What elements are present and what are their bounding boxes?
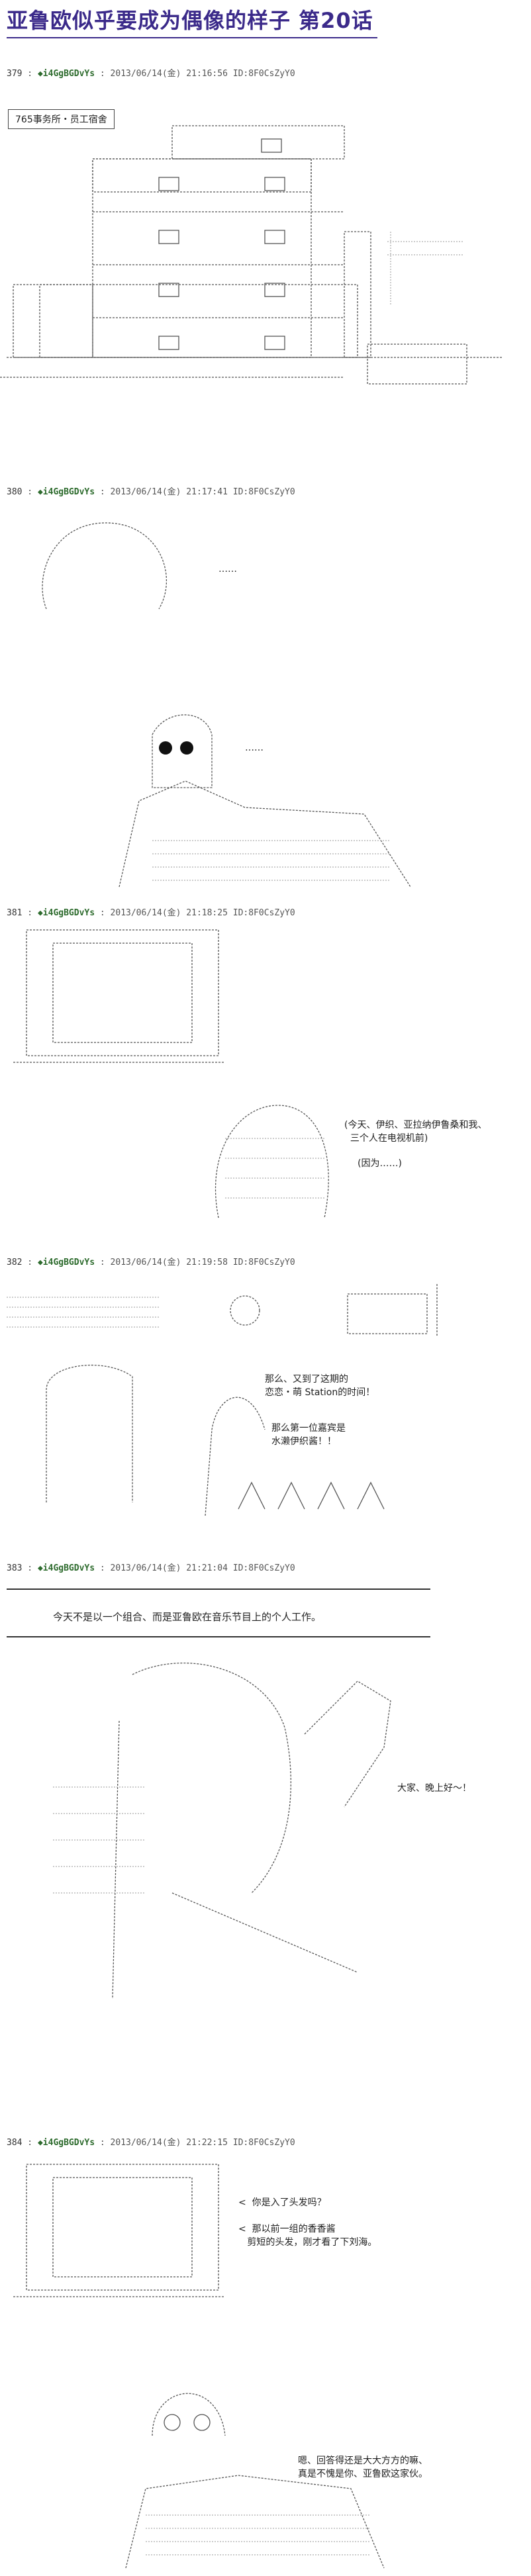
announcer-caption: 那么、又到了这期的 恋恋・萌 Station的时间！: [265, 1374, 375, 1399]
post-id: ID:8F0CsZyY0: [232, 2138, 295, 2148]
stage-lights-art: [7, 1284, 438, 1337]
ellipsis-text: ……: [218, 564, 237, 575]
post-header-380: 380 : ◆i4GgBGDvYs : 2013/06/14(金) 21:17:…: [7, 487, 295, 497]
greeting-caption: 大家、晚上好～！: [397, 1783, 471, 1794]
poster-name[interactable]: ◆i4GgBGDvYs: [37, 1563, 95, 1573]
yaruo-watching-art: [125, 2393, 385, 2569]
post-number: 384: [7, 2138, 23, 2148]
post-date: 2013/06/14(金) 21:16:56: [110, 69, 228, 79]
television-art: [13, 929, 225, 1063]
post-header-384: 384 : ◆i4GgBGDvYs : 2013/06/14(金) 21:22:…: [7, 2138, 295, 2148]
poster-name[interactable]: ◆i4GgBGDvYs: [37, 1258, 95, 1267]
post-date: 2013/06/14(金) 21:21:04: [110, 1563, 228, 1573]
divider: [7, 1636, 430, 1637]
narration-text: 今天不是以一个组合、而是亚鲁欧在音乐节目上的个人工作。: [53, 1611, 322, 1623]
post-header-383: 383 : ◆i4GgBGDvYs : 2013/06/14(金) 21:21:…: [7, 1563, 295, 1573]
character-silhouette-art: [42, 522, 168, 610]
ellipsis-text: ……: [245, 743, 264, 753]
post-header-381: 381 : ◆i4GgBGDvYs : 2013/06/14(金) 21:18:…: [7, 908, 295, 918]
post-number: 380: [7, 487, 23, 497]
tv-dialogue: < 那以前一组的香香酱 剪短的头发，刚才看了下刘海。: [238, 2224, 377, 2248]
poster-name[interactable]: ◆i4GgBGDvYs: [37, 487, 95, 497]
yaruo-comment: 嗯、回答得还是大大方方的嘛、 真是不愧是你、亚鲁欧这家伙。: [298, 2456, 428, 2480]
television-art: [13, 2164, 225, 2297]
post-id: ID:8F0CsZyY0: [232, 487, 295, 497]
divider: [7, 1588, 430, 1590]
post-date: 2013/06/14(金) 21:19:58: [110, 1258, 228, 1267]
announcer-caption: 那么第一位嘉宾是 水濑伊织酱！！: [271, 1423, 346, 1448]
idol-performance-art: [53, 1663, 391, 2000]
location-label: 765事务所・员工宿舍: [8, 109, 115, 129]
post-id: ID:8F0CsZyY0: [232, 908, 295, 918]
post-number: 379: [7, 69, 23, 79]
iori-character-art: [215, 1105, 329, 1219]
yaruo-character-art: [119, 714, 411, 888]
tv-studio-art: [46, 1365, 385, 1516]
tv-dialogue: < 你是入了头发吗？: [238, 2197, 326, 2208]
post-number: 382: [7, 1258, 23, 1267]
post-header-379: 379 : ◆i4GgBGDvYs : 2013/06/14(金) 21:16:…: [7, 69, 295, 79]
post-date: 2013/06/14(金) 21:22:15: [110, 2138, 228, 2148]
poster-name[interactable]: ◆i4GgBGDvYs: [37, 2138, 95, 2148]
page-title: 亚鲁欧似乎要成为偶像的样子 第20话: [7, 4, 377, 38]
post-date: 2013/06/14(金) 21:18:25: [110, 908, 228, 918]
post-id: ID:8F0CsZyY0: [232, 1258, 295, 1267]
post-number: 381: [7, 908, 23, 918]
thought-caption: (因为……): [358, 1158, 402, 1169]
poster-name[interactable]: ◆i4GgBGDvYs: [37, 908, 95, 918]
post-date: 2013/06/14(金) 21:17:41: [110, 487, 228, 497]
poster-name[interactable]: ◆i4GgBGDvYs: [37, 69, 95, 79]
post-id: ID:8F0CsZyY0: [232, 69, 295, 79]
post-header-382: 382 : ◆i4GgBGDvYs : 2013/06/14(金) 21:19:…: [7, 1258, 295, 1267]
thought-caption: (今天、伊织、亚拉纳伊鲁桑和我、 三个人在电视机前): [344, 1120, 487, 1144]
office-building-art: [0, 125, 503, 385]
post-id: ID:8F0CsZyY0: [232, 1563, 295, 1573]
post-number: 383: [7, 1563, 23, 1573]
